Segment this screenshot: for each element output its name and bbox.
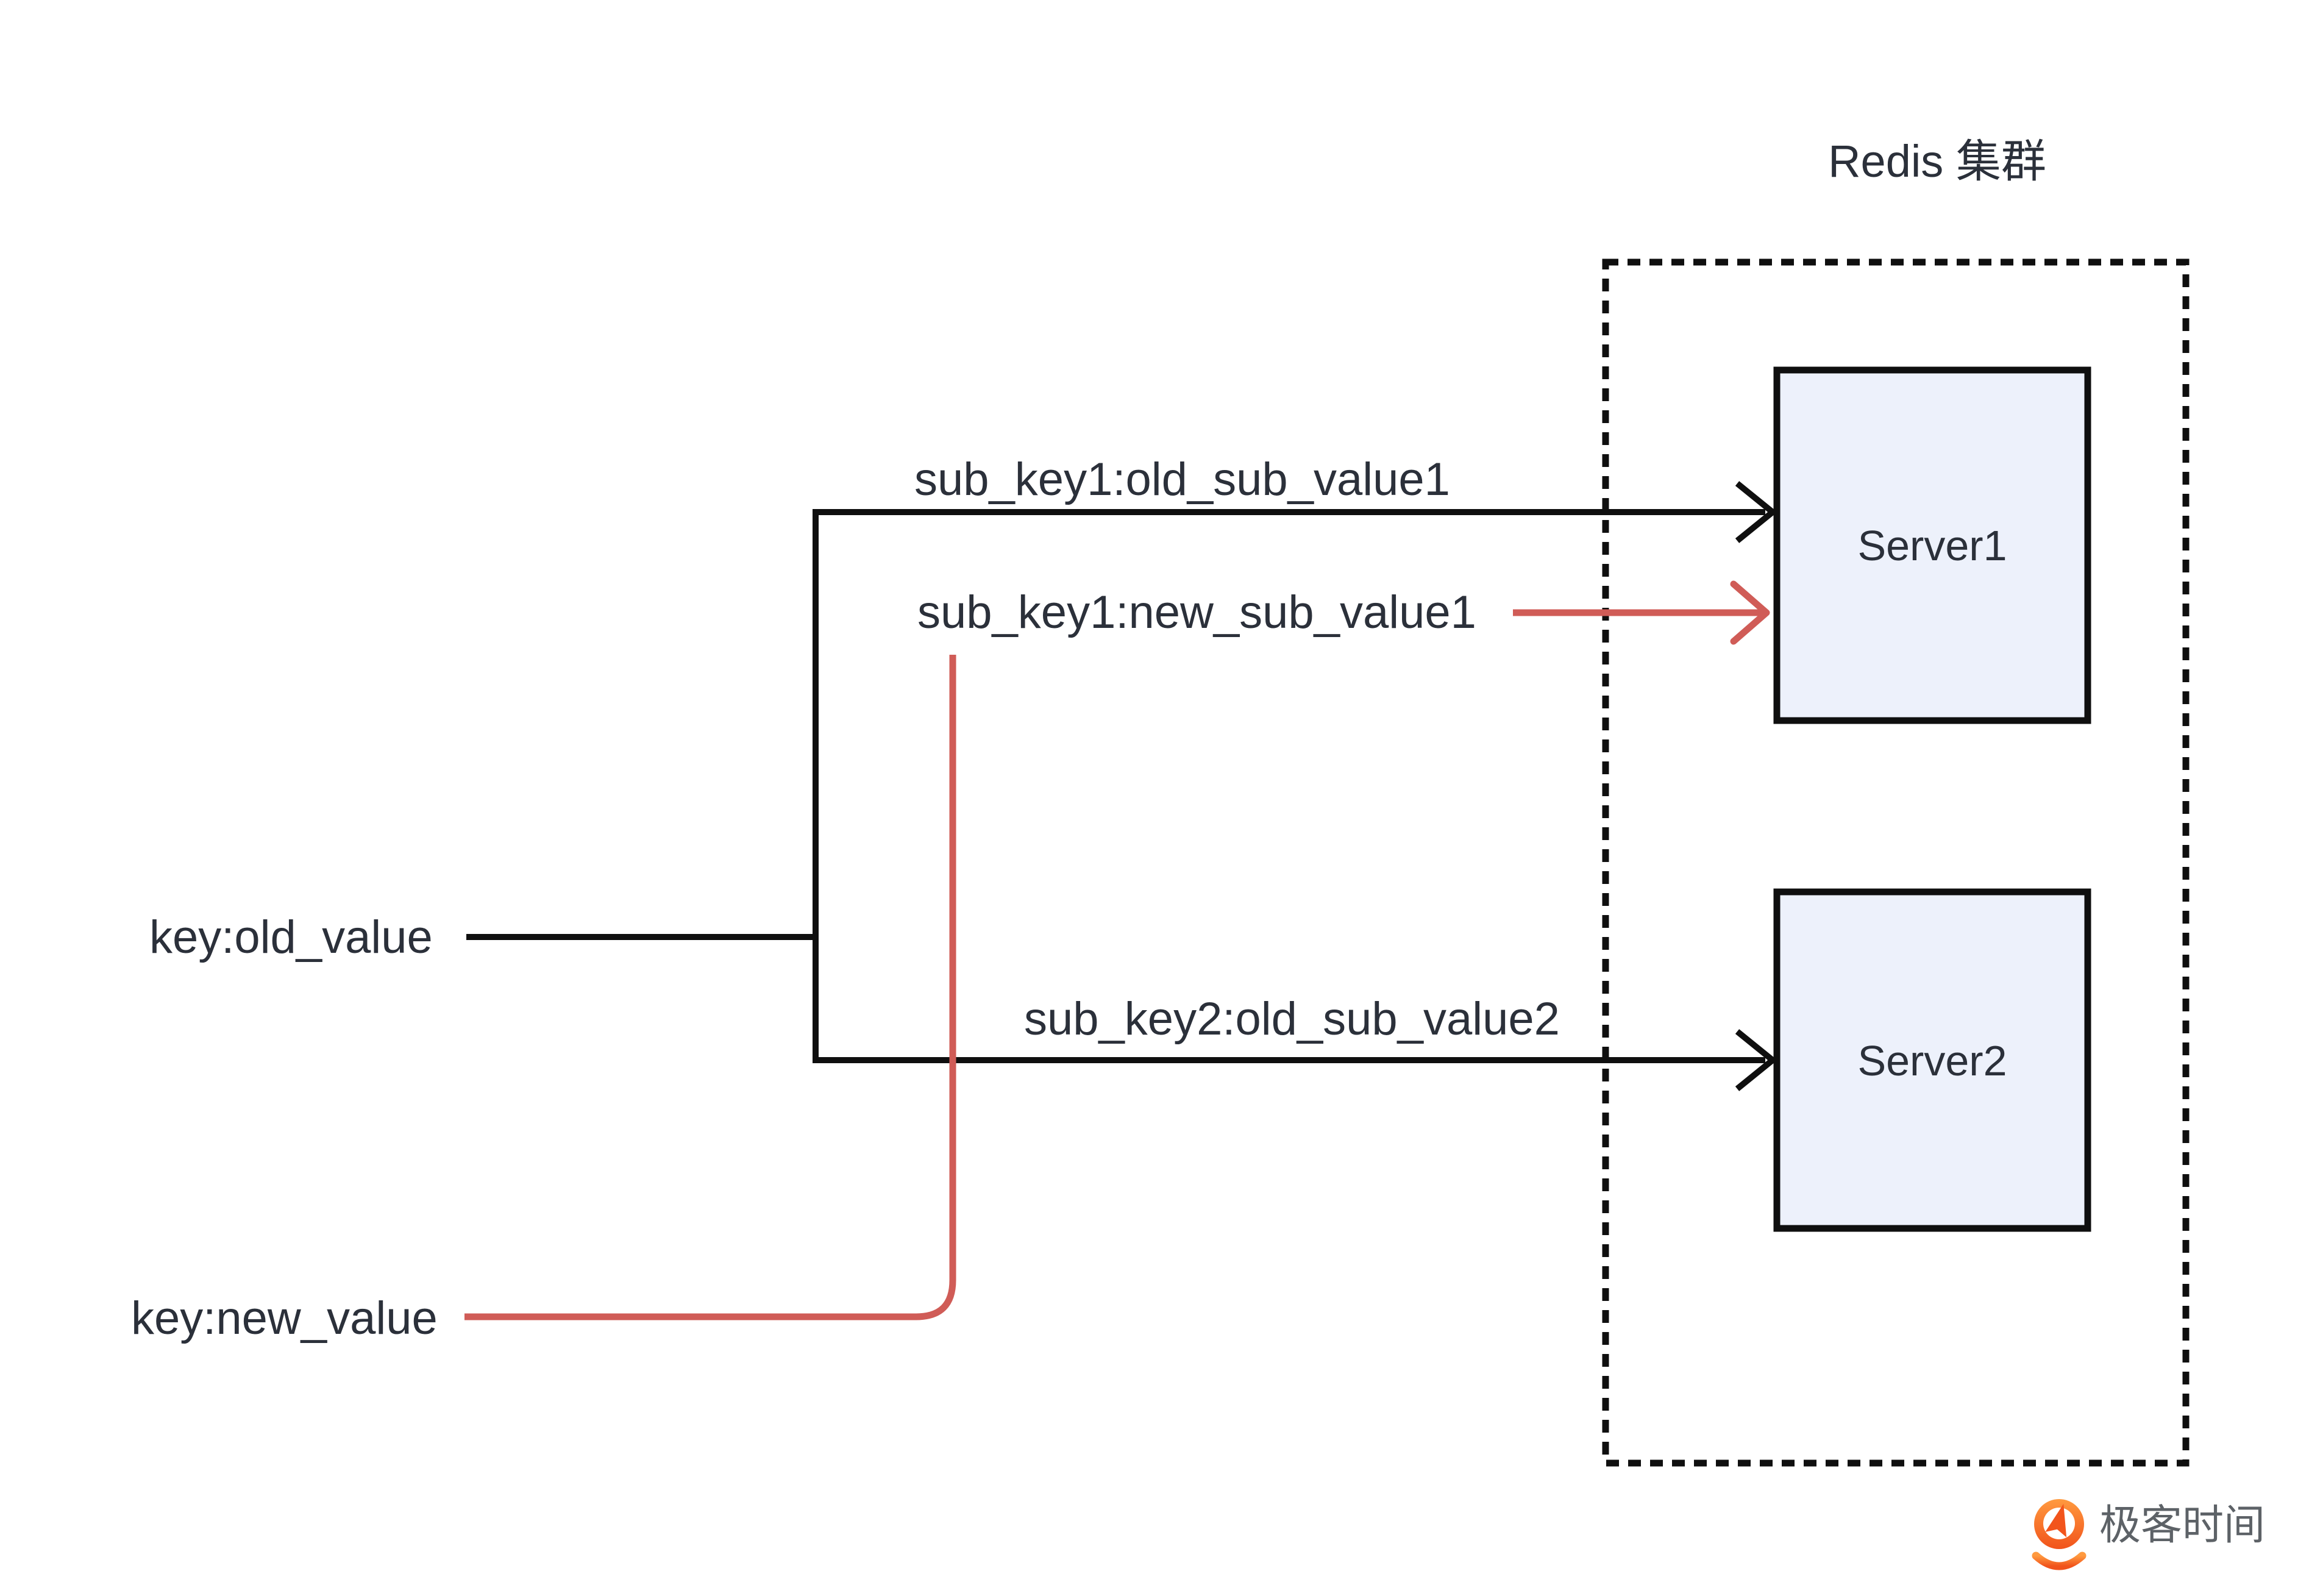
geektime-logo-icon: [2032, 1499, 2087, 1570]
red-arrowhead-to-server1-icon: [1730, 580, 1770, 645]
new-key-leader-line: [464, 655, 956, 1320]
arrowhead-to-server1-icon: [1735, 481, 1777, 543]
server1-label: Server1: [1857, 522, 2007, 569]
server1-box: [1773, 366, 2091, 724]
geektime-brand-label: 极客时间: [2099, 1502, 2265, 1548]
arrowhead-to-server2-icon: [1735, 1029, 1777, 1091]
cluster-boundary: [1602, 258, 2190, 1467]
label-key-new: key:new_value: [131, 1292, 438, 1344]
server2-node: Server2: [1773, 888, 2091, 1232]
old-key-branch-connector: [813, 509, 1765, 1063]
server1-node: Server1: [1773, 366, 2091, 724]
server2-label: Server2: [1857, 1037, 2007, 1085]
label-sub-key1-old: sub_key1:old_sub_value1: [914, 454, 1450, 505]
geektime-watermark: 极客时间: [2032, 1499, 2265, 1570]
label-sub-key1-new: sub_key1:new_sub_value1: [917, 586, 1476, 638]
cluster-title: Redis 集群: [1828, 136, 2046, 187]
label-key-old: key:old_value: [149, 911, 433, 963]
server2-box: [1773, 888, 2091, 1232]
label-sub-key2-old: sub_key2:old_sub_value2: [1024, 993, 1560, 1045]
